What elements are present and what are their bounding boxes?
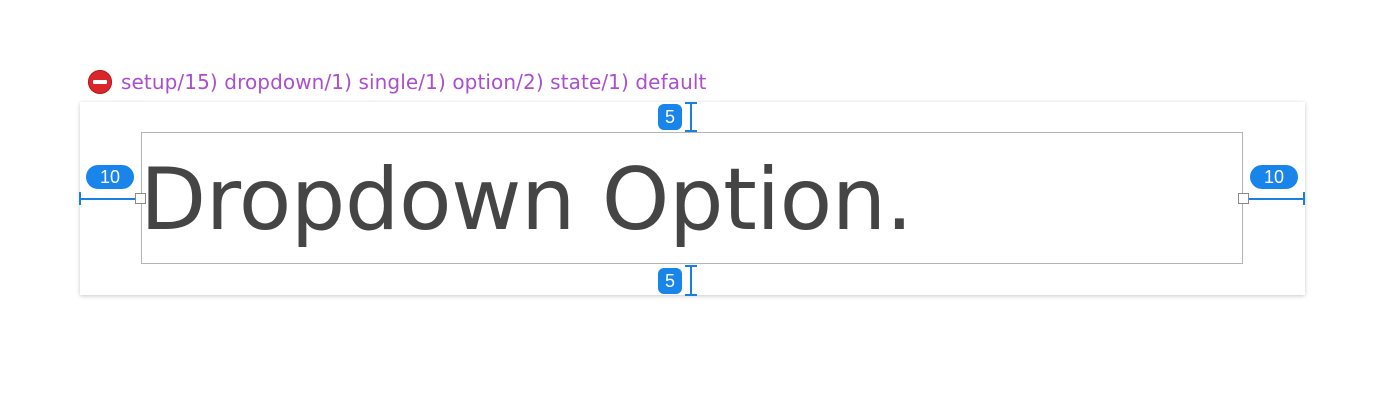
no-entry-icon xyxy=(88,70,112,94)
component-title: setup/15) dropdown/1) single/1) option/2… xyxy=(88,68,706,96)
right-resize-handle[interactable] xyxy=(1238,193,1249,204)
dropdown-option-label: Dropdown Option. xyxy=(140,150,913,250)
left-spacing-guide xyxy=(80,198,136,200)
top-guide-foot xyxy=(685,130,697,132)
bottom-spacing-badge: 5 xyxy=(658,268,682,294)
right-spacing-badge: 10 xyxy=(1250,165,1298,189)
component-path: setup/15) dropdown/1) single/1) option/2… xyxy=(121,70,707,94)
right-guide-cap xyxy=(1303,192,1305,205)
bottom-spacing-guide xyxy=(690,265,692,295)
top-spacing-badge: 5 xyxy=(658,104,682,130)
left-spacing-badge: 10 xyxy=(86,165,134,189)
top-spacing-guide xyxy=(690,102,692,132)
left-resize-handle[interactable] xyxy=(135,193,146,204)
component-frame[interactable] xyxy=(80,102,1305,295)
right-spacing-guide xyxy=(1249,198,1305,200)
bottom-guide-foot xyxy=(685,294,697,296)
